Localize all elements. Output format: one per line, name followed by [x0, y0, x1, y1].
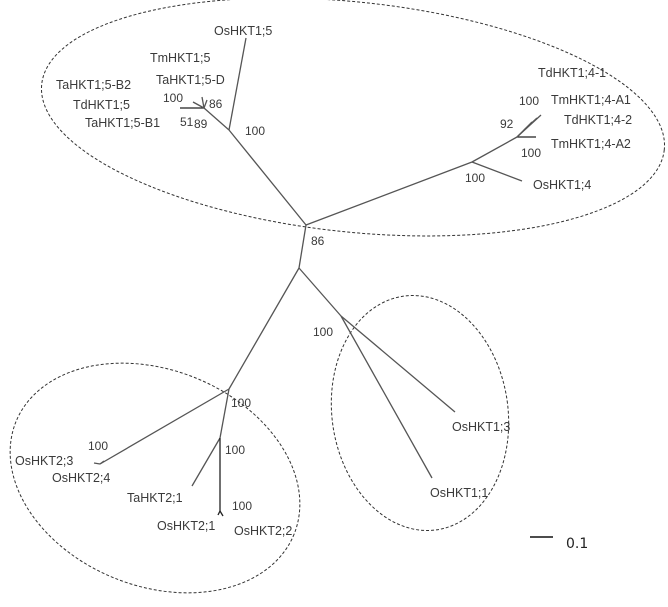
bootstrap-value: 51 — [180, 115, 194, 129]
taxon-label: TdHKT1;4-2 — [564, 113, 632, 127]
taxon-label: TaHKT1;5-B1 — [85, 116, 160, 130]
branch — [340, 315, 433, 479]
bootstrap-value: 100 — [519, 94, 539, 108]
bootstrap-values: 100 86 51 89 100 100 92 100 100 86 100 1… — [88, 91, 541, 513]
branch — [219, 510, 224, 517]
taxon-label: OsHKT1;1 — [430, 486, 488, 500]
bootstrap-value: 100 — [232, 499, 252, 513]
bootstrap-value: 100 — [163, 91, 183, 105]
taxon-label: OsHKT2;4 — [52, 471, 110, 485]
taxon-label: TaHKT1;5-D — [156, 73, 225, 87]
branch — [340, 315, 456, 413]
branch — [203, 99, 208, 109]
bootstrap-value: 86 — [311, 234, 325, 248]
branch — [201, 96, 205, 109]
branch — [305, 161, 473, 226]
taxon-label: OsHKT2;2 — [234, 524, 292, 538]
taxon-label: TaHKT1;5-B2 — [56, 78, 131, 92]
branch — [298, 267, 342, 317]
branch — [471, 136, 518, 163]
branch — [228, 267, 300, 390]
bootstrap-value: 100 — [88, 439, 108, 453]
taxon-label: TmHKT1;5 — [150, 51, 210, 65]
branch — [228, 37, 247, 131]
taxon-label: TdHKT1;4-1 — [538, 66, 606, 80]
branch — [228, 129, 307, 226]
tree-branches — [93, 37, 542, 517]
branch — [298, 224, 307, 269]
taxon-label: TmHKT1;4-A2 — [551, 137, 631, 151]
bootstrap-value: 100 — [313, 325, 333, 339]
bootstrap-value: 100 — [231, 396, 251, 410]
taxon-label: OsHKT1;3 — [452, 420, 510, 434]
taxon-label: OsHKT1;5 — [214, 24, 272, 38]
branch — [99, 460, 105, 465]
taxon-label: OsHKT2;1 — [157, 519, 215, 533]
scale-bar-label: 0.1 — [566, 536, 588, 552]
bootstrap-value: 100 — [245, 124, 265, 138]
bootstrap-value: 100 — [521, 146, 541, 160]
branch — [99, 388, 230, 465]
bootstrap-value: 89 — [194, 117, 208, 131]
clade-hkt1-5-hkt1-4-ellipse — [40, 0, 666, 237]
taxon-label: OsHKT1;4 — [533, 178, 591, 192]
bootstrap-value: 100 — [465, 171, 485, 185]
branch — [471, 161, 523, 182]
branch — [516, 114, 542, 138]
bootstrap-value: 86 — [209, 97, 223, 111]
clade-hkt1-1-hkt1-3-ellipse — [330, 295, 510, 531]
bootstrap-value: 92 — [500, 117, 514, 131]
taxon-label: TdHKT1;5 — [73, 98, 130, 112]
scale-bar: 0.1 — [530, 536, 588, 552]
taxon-label: TaHKT2;1 — [127, 491, 183, 505]
branch — [191, 437, 221, 487]
branch — [192, 101, 205, 109]
branch — [219, 388, 230, 439]
taxon-labels: OsHKT1;5 TmHKT1;5 TaHKT1;5-D TaHKT1;5-B2… — [15, 24, 632, 538]
taxon-label: TmHKT1;4-A1 — [551, 93, 631, 107]
bootstrap-value: 100 — [225, 443, 245, 457]
branch — [203, 107, 230, 131]
branch — [93, 462, 101, 465]
taxon-label: OsHKT2;3 — [15, 454, 73, 468]
clade-hkt2-ellipse — [9, 362, 301, 594]
